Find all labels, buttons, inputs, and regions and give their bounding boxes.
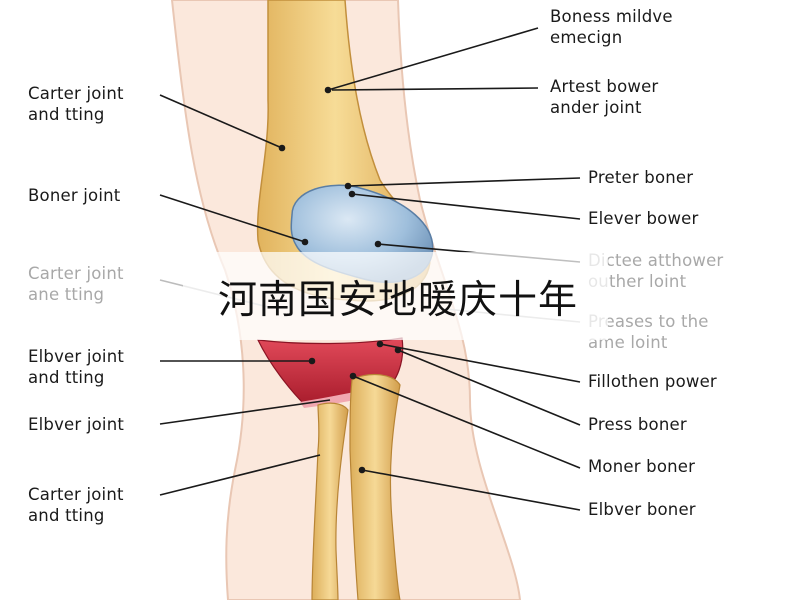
label-right-3: Preter boner [588,168,694,187]
watermark-band [183,252,608,340]
label-right-9: Moner boner [588,457,696,476]
label-right-10: Elbver boner [588,500,696,519]
label-right-1: Boness mildve emecign [550,7,673,47]
label-left-1: Carter joint and tting [28,84,124,124]
label-left-5: Elbver joint [28,415,125,434]
tibia-bone [349,374,401,600]
label-right-4: Elever bower [588,209,699,228]
watermark-text: 河南国安地暖庆十年 [217,278,578,323]
label-right-7: Fillothen power [588,372,717,391]
label-left-3: Carter joint ane tting [28,264,124,304]
label-left-6: Carter joint and tting [28,485,124,525]
label-left-2: Boner joint [28,186,121,205]
fibula-bone [311,402,349,600]
label-right-2: Artest bower ander joint [550,77,659,117]
label-right-8: Press boner [588,415,687,434]
label-left-4: Elbver joint and tting [28,347,125,387]
